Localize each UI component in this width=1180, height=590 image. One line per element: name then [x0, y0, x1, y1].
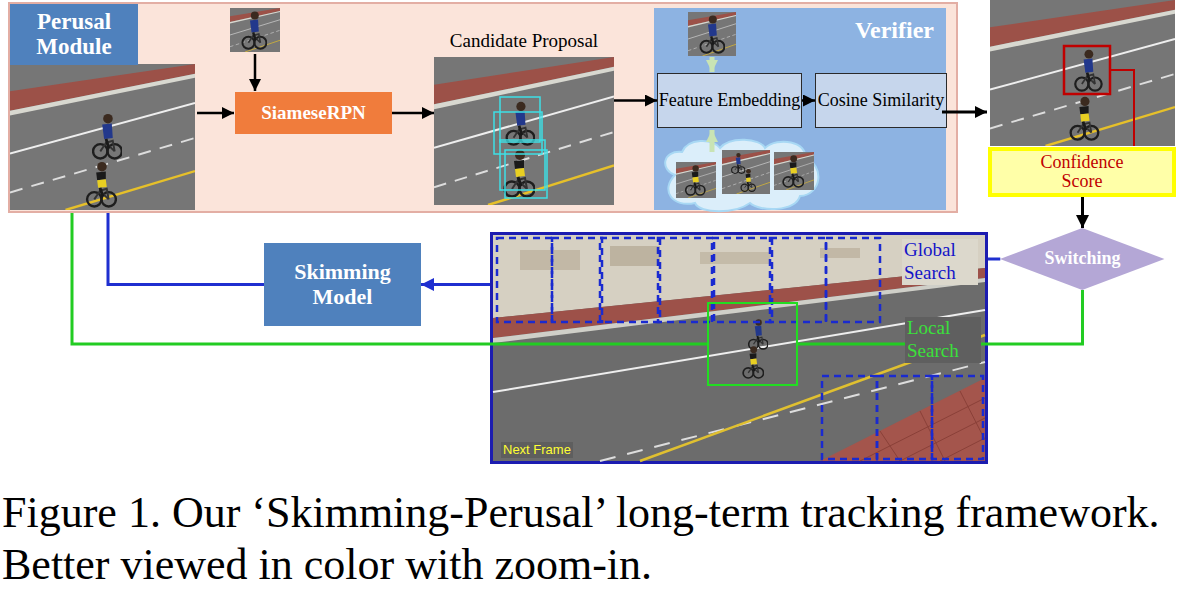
connector — [988, 258, 1000, 261]
process-box: SiameseRPN — [235, 92, 392, 134]
connector — [421, 283, 490, 286]
frame-panel: Global SearchNext Frame Local Search — [490, 232, 988, 464]
connector — [1081, 197, 1084, 228]
flow-arrow — [942, 111, 987, 114]
connector — [614, 99, 657, 102]
connector — [108, 213, 264, 285]
flow-arrow — [197, 112, 234, 115]
connector — [72, 213, 707, 344]
box-label: Switching — [1044, 249, 1120, 269]
box-label: Confidence Score — [1032, 153, 1132, 191]
connector — [802, 99, 815, 102]
flow-arrow — [710, 57, 715, 72]
leader-line — [1110, 70, 1134, 146]
connector — [798, 290, 1082, 344]
input-frame — [10, 64, 195, 210]
diamond-fill — [1000, 228, 1164, 290]
box-label: Local Search — [905, 317, 981, 363]
output-frame — [990, 0, 1175, 146]
process-box: Skimming Model — [264, 243, 421, 326]
decision-diamond: Switching — [1000, 228, 1164, 290]
box-label: Feature Embedding — [659, 90, 800, 111]
caption: Figure 1. Our ‘Skimming-Perusal’ long-te… — [2, 487, 1178, 590]
process-box: Cosine Similarity — [815, 73, 947, 128]
verifier-template — [688, 12, 736, 56]
box-label: Next Frame — [501, 442, 573, 458]
panel-heading: Perusal Module — [10, 4, 138, 65]
search-box: Local Search — [707, 302, 798, 386]
box-label: Candidate Proposal — [434, 30, 614, 52]
flow-arrow — [254, 54, 257, 91]
verifier-panel: VerifierFeature Embedding Cosine Similari… — [654, 8, 946, 210]
template-thumbnail — [230, 8, 280, 52]
candidate-image — [434, 57, 614, 205]
flow-arrow — [710, 130, 715, 152]
image-panel: Candidate Proposal — [434, 30, 614, 205]
gallery-cloud — [665, 140, 818, 212]
box-label: Skimming Model — [280, 260, 405, 308]
box-label: SiameseRPN — [261, 103, 365, 124]
box-label: Cosine Similarity — [818, 90, 945, 111]
box-label: Global Search — [902, 239, 978, 285]
caption-holder: Figure 1. Our ‘Skimming-Perusal’ long-te… — [2, 487, 1178, 590]
panel-heading: Verifier — [654, 8, 946, 43]
module-panel: Perusal ModuleSiameseRPN Candidate Propos… — [8, 2, 958, 213]
connector — [392, 112, 434, 115]
score-box: Confidence Score — [988, 147, 1176, 197]
process-box: Feature Embedding — [657, 73, 802, 128]
next-frame-image — [493, 235, 985, 461]
